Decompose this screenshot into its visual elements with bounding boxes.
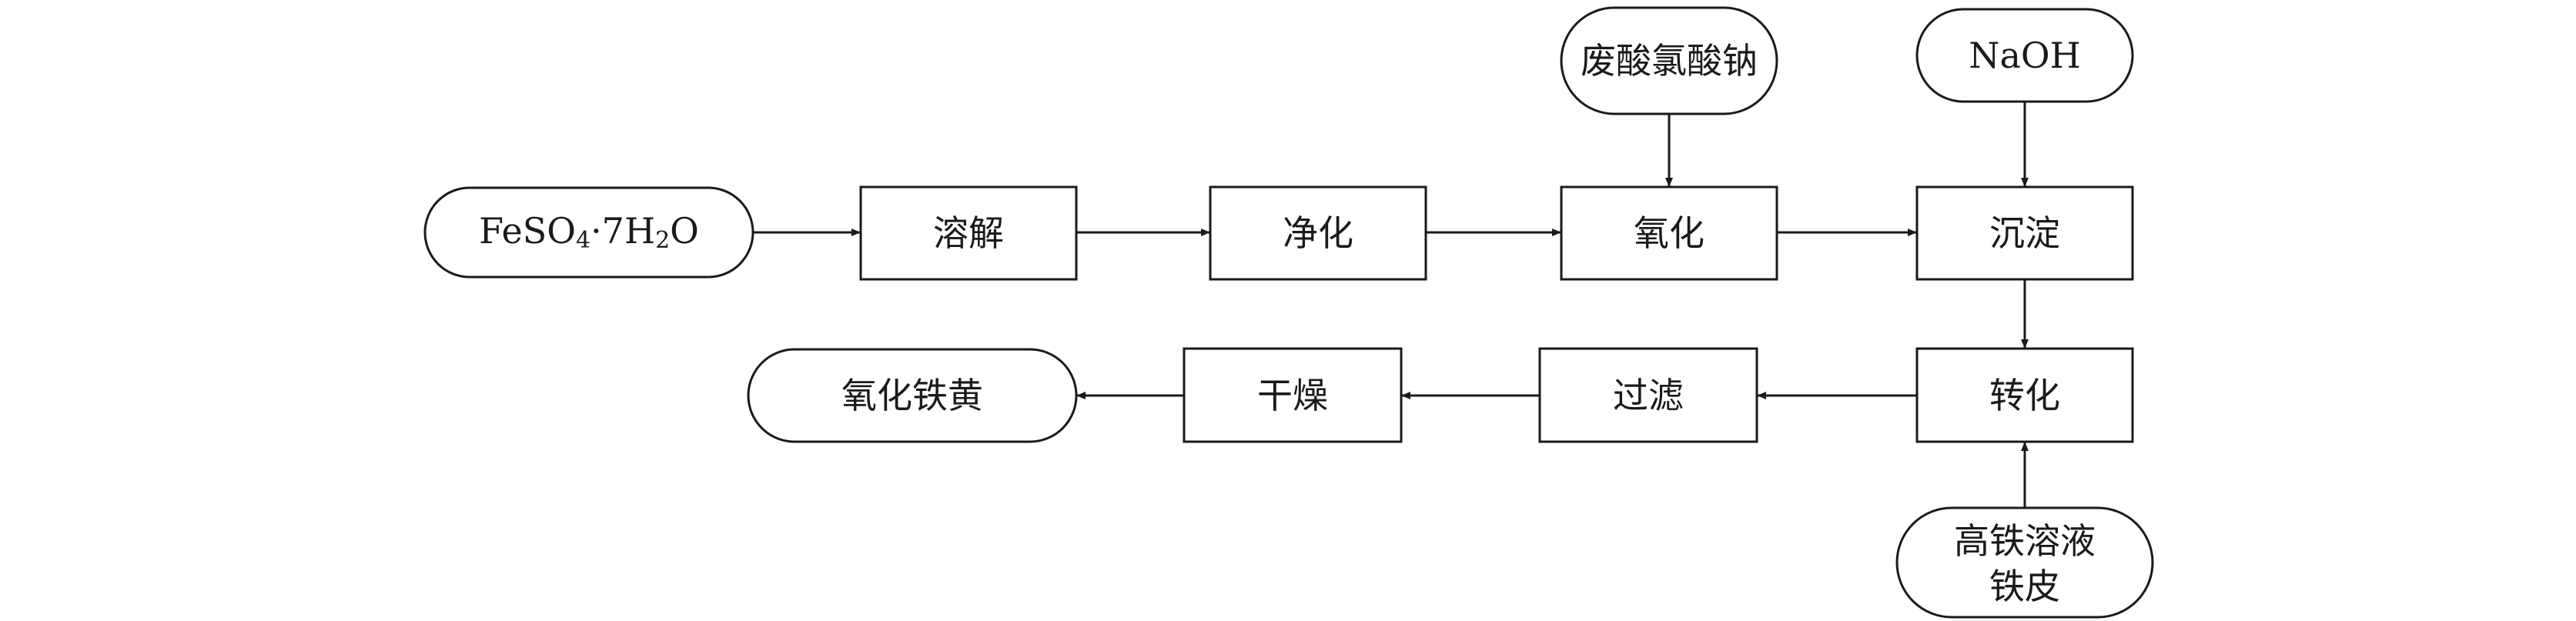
node-product-shape: [747, 348, 1078, 443]
node-reagent3-shape: [1895, 506, 2154, 619]
labels: FeSO4·7H2O 溶解 净化 氧化 沉淀 转化 过滤 干燥 氧化铁黄 废酸氯…: [479, 35, 2096, 607]
node-filter-shape: [1538, 347, 1758, 443]
node-start-shape: [423, 186, 754, 279]
node-reagent3-label-line2: 铁皮: [1989, 566, 2060, 607]
node-reagent3-label-line1: 高铁溶液: [1954, 520, 2096, 562]
node-product-label: 氧化铁黄: [841, 375, 983, 416]
node-dissolve-label: 溶解: [933, 212, 1004, 254]
node-start-label: FeSO4·7H2O: [479, 210, 699, 254]
nodes: [423, 6, 2154, 619]
node-filter-label: 过滤: [1613, 375, 1684, 416]
node-reagent1-shape: [1560, 6, 1778, 115]
node-transform-label: 转化: [1989, 375, 2060, 416]
node-dry-shape: [1183, 347, 1403, 443]
node-purify-label: 净化: [1283, 212, 1353, 254]
node-oxidize-label: 氧化: [1634, 212, 1705, 254]
node-oxidize-shape: [1560, 185, 1778, 281]
node-purify-shape: [1209, 185, 1427, 281]
edges: [753, 102, 2029, 508]
node-dissolve-shape: [859, 185, 1078, 281]
node-transform-shape: [1915, 347, 2134, 443]
node-precipitate-label: 沉淀: [1989, 212, 2060, 254]
node-reagent2-label: NaOH: [1969, 35, 2081, 76]
node-precipitate-shape: [1915, 185, 2134, 281]
node-reagent1-label: 废酸氯酸钠: [1581, 40, 1758, 82]
node-dry-label: 干燥: [1257, 375, 1328, 416]
node-reagent2-shape: [1915, 8, 2134, 103]
